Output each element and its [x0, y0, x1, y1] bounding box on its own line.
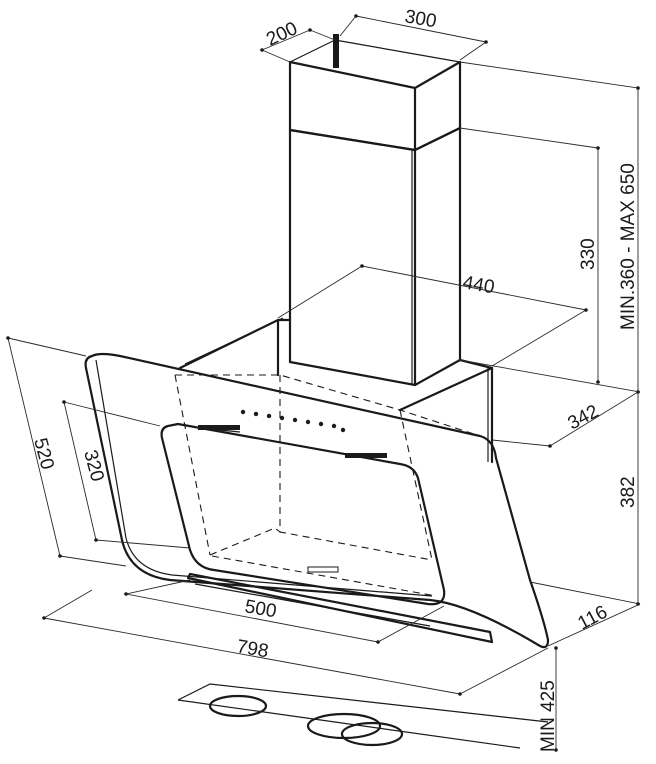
control-buttons [240, 409, 346, 433]
dim-chimney-depth: 200 [263, 18, 301, 50]
burner-3 [340, 721, 404, 747]
dim-height-range: MIN.360 - MAX 650 [618, 163, 639, 330]
glass-panel [84, 352, 550, 649]
dimension-lines [6, 14, 641, 752]
dim-body-height: 382 [618, 476, 639, 508]
dim-chimney-lower: 330 [578, 238, 599, 270]
dim-glass-height: 520 [29, 436, 57, 472]
hidden-outline [174, 374, 481, 597]
dim-lower-offset: 116 [574, 602, 611, 635]
dim-chimney-width: 300 [403, 6, 438, 32]
hood-body [84, 317, 550, 649]
dim-body-depth: 342 [564, 401, 602, 434]
burner-2 [306, 712, 382, 740]
burner-1 [208, 694, 268, 718]
dim-canopy-depth-top: 440 [461, 272, 496, 298]
dim-min-clearance: MIN 425 [538, 680, 559, 752]
chimney-lower [288, 126, 462, 387]
chimney [288, 34, 462, 387]
dim-overall-width: 798 [235, 636, 270, 662]
cooktop [177, 683, 549, 749]
dim-inner-width: 500 [243, 596, 278, 622]
chimney-upper [288, 60, 462, 152]
